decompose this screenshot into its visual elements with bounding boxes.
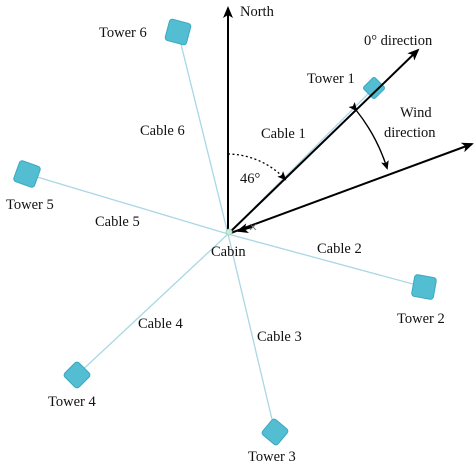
tower-4-label: Tower 4 xyxy=(48,394,96,410)
tower-1-shape xyxy=(363,77,385,99)
cable-6-line xyxy=(177,31,229,235)
zero-direction-label: 0° direction xyxy=(364,33,433,49)
cable-5-label: Cable 5 xyxy=(95,214,140,230)
north-label: North xyxy=(240,4,275,20)
tower-2-label: Tower 2 xyxy=(397,311,445,327)
tower-2-shape xyxy=(411,274,437,300)
cable-2-line xyxy=(227,233,425,288)
angle-arc-46 xyxy=(227,153,287,181)
wind-direction-arrow xyxy=(227,142,474,235)
cabin-label: Cabin xyxy=(211,244,246,260)
cable-2-label: Cable 2 xyxy=(317,241,362,257)
tower-5-label: Tower 5 xyxy=(6,197,54,213)
angle-label: 46° xyxy=(240,171,261,187)
tower-3-label: Tower 3 xyxy=(248,449,296,465)
tower-5-shape xyxy=(13,160,41,188)
tower-6-label: Tower 6 xyxy=(99,25,147,41)
cable-1-label: Cable 1 xyxy=(261,126,306,142)
wind-angle-arc xyxy=(348,102,389,170)
tower-1-label: Tower 1 xyxy=(307,71,355,87)
cable-5-line xyxy=(26,173,229,235)
cabin-marker xyxy=(225,228,233,236)
cable-4-label: Cable 4 xyxy=(138,316,183,332)
wind-label-line2: direction xyxy=(384,125,436,141)
cable-3-label: Cable 3 xyxy=(257,329,302,345)
tower-6-shape xyxy=(164,18,192,46)
tower-3-shape xyxy=(261,418,289,446)
cable-4-line xyxy=(76,233,229,376)
cable-3-line xyxy=(227,233,276,433)
wind-label-line1: Wind xyxy=(400,105,432,121)
tower-4-shape xyxy=(63,361,91,389)
cabin-cross-icon xyxy=(249,223,257,231)
cable-6-label: Cable 6 xyxy=(140,123,185,139)
zero-direction-arrow xyxy=(227,48,420,235)
cabin-short-arrow xyxy=(236,223,253,234)
